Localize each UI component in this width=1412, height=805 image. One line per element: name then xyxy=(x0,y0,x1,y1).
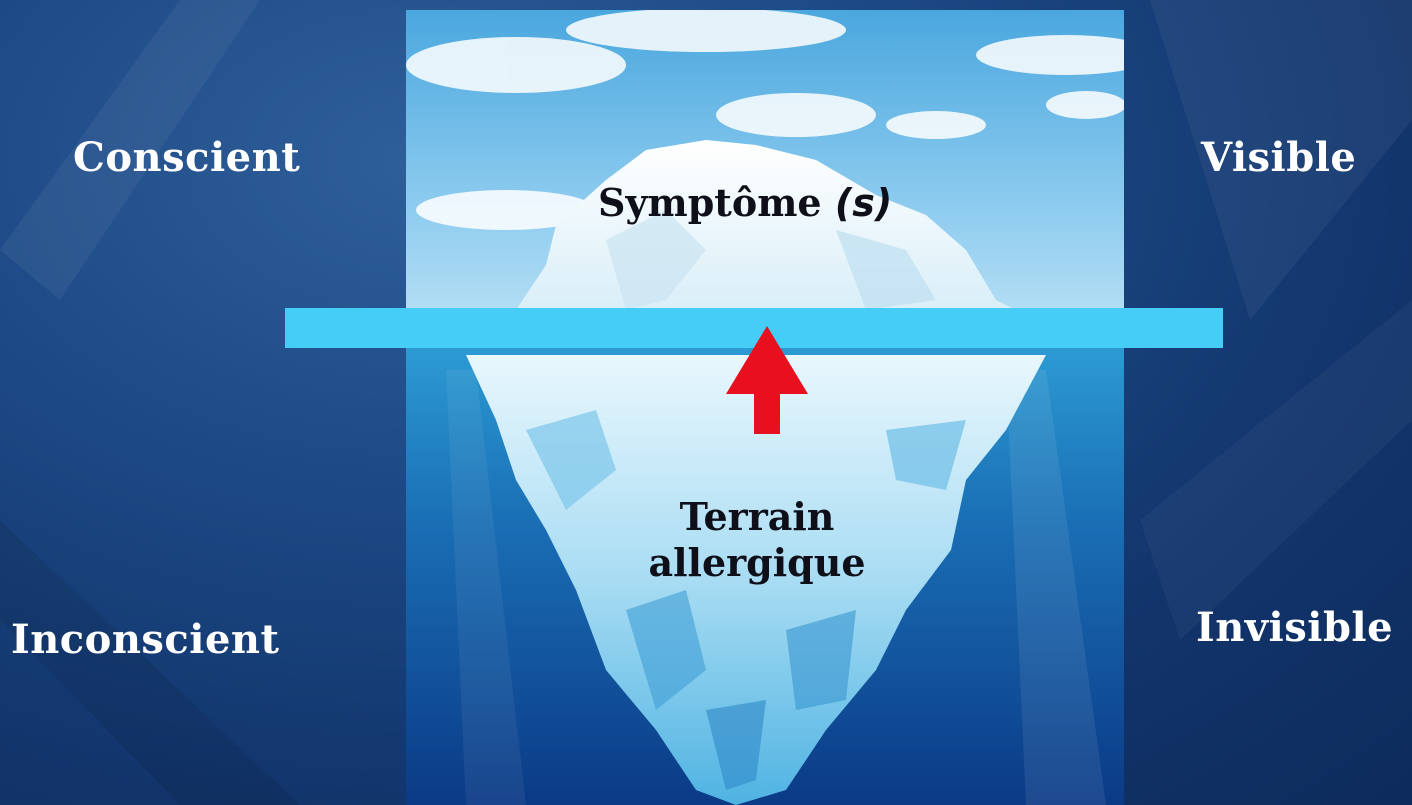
label-conscient: Conscient xyxy=(73,134,300,181)
label-inconscient: Inconscient xyxy=(11,616,280,663)
label-visible: Visible xyxy=(1201,134,1356,181)
label-terrain-allergique: Terrain allergique xyxy=(612,494,902,586)
label-allergique: allergique xyxy=(612,540,902,586)
label-invisible: Invisible xyxy=(1196,604,1393,651)
label-symptome: Symptôme (s) xyxy=(598,180,892,226)
label-symptome-text: Symptôme xyxy=(598,180,822,225)
label-symptome-suffix: (s) xyxy=(835,181,892,225)
label-terrain: Terrain xyxy=(612,494,902,540)
arrow-up-icon xyxy=(722,322,812,436)
